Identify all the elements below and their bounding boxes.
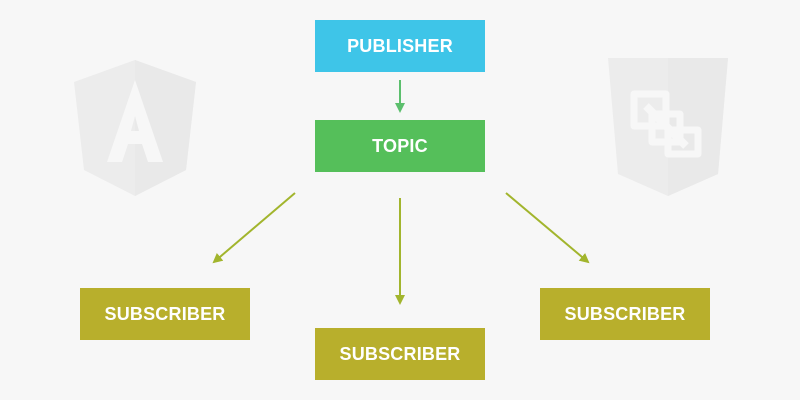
subscriber-box-middle: SUBSCRIBER	[315, 328, 485, 380]
publisher-box: PUBLISHER	[315, 20, 485, 72]
html5-shield-icon	[608, 58, 728, 196]
arrow-topic-to-subscriber-right	[505, 192, 590, 264]
topic-label: TOPIC	[372, 135, 428, 156]
topic-box: TOPIC	[315, 120, 485, 172]
subscriber-label: SUBSCRIBER	[104, 303, 226, 324]
publisher-label: PUBLISHER	[347, 35, 453, 56]
subscriber-box-right: SUBSCRIBER	[540, 288, 710, 340]
angular-shield-icon	[74, 60, 196, 196]
subscriber-box-left: SUBSCRIBER	[80, 288, 250, 340]
subscriber-label: SUBSCRIBER	[339, 343, 461, 364]
arrow-topic-to-subscriber-left	[212, 192, 296, 264]
subscriber-label: SUBSCRIBER	[564, 303, 686, 324]
